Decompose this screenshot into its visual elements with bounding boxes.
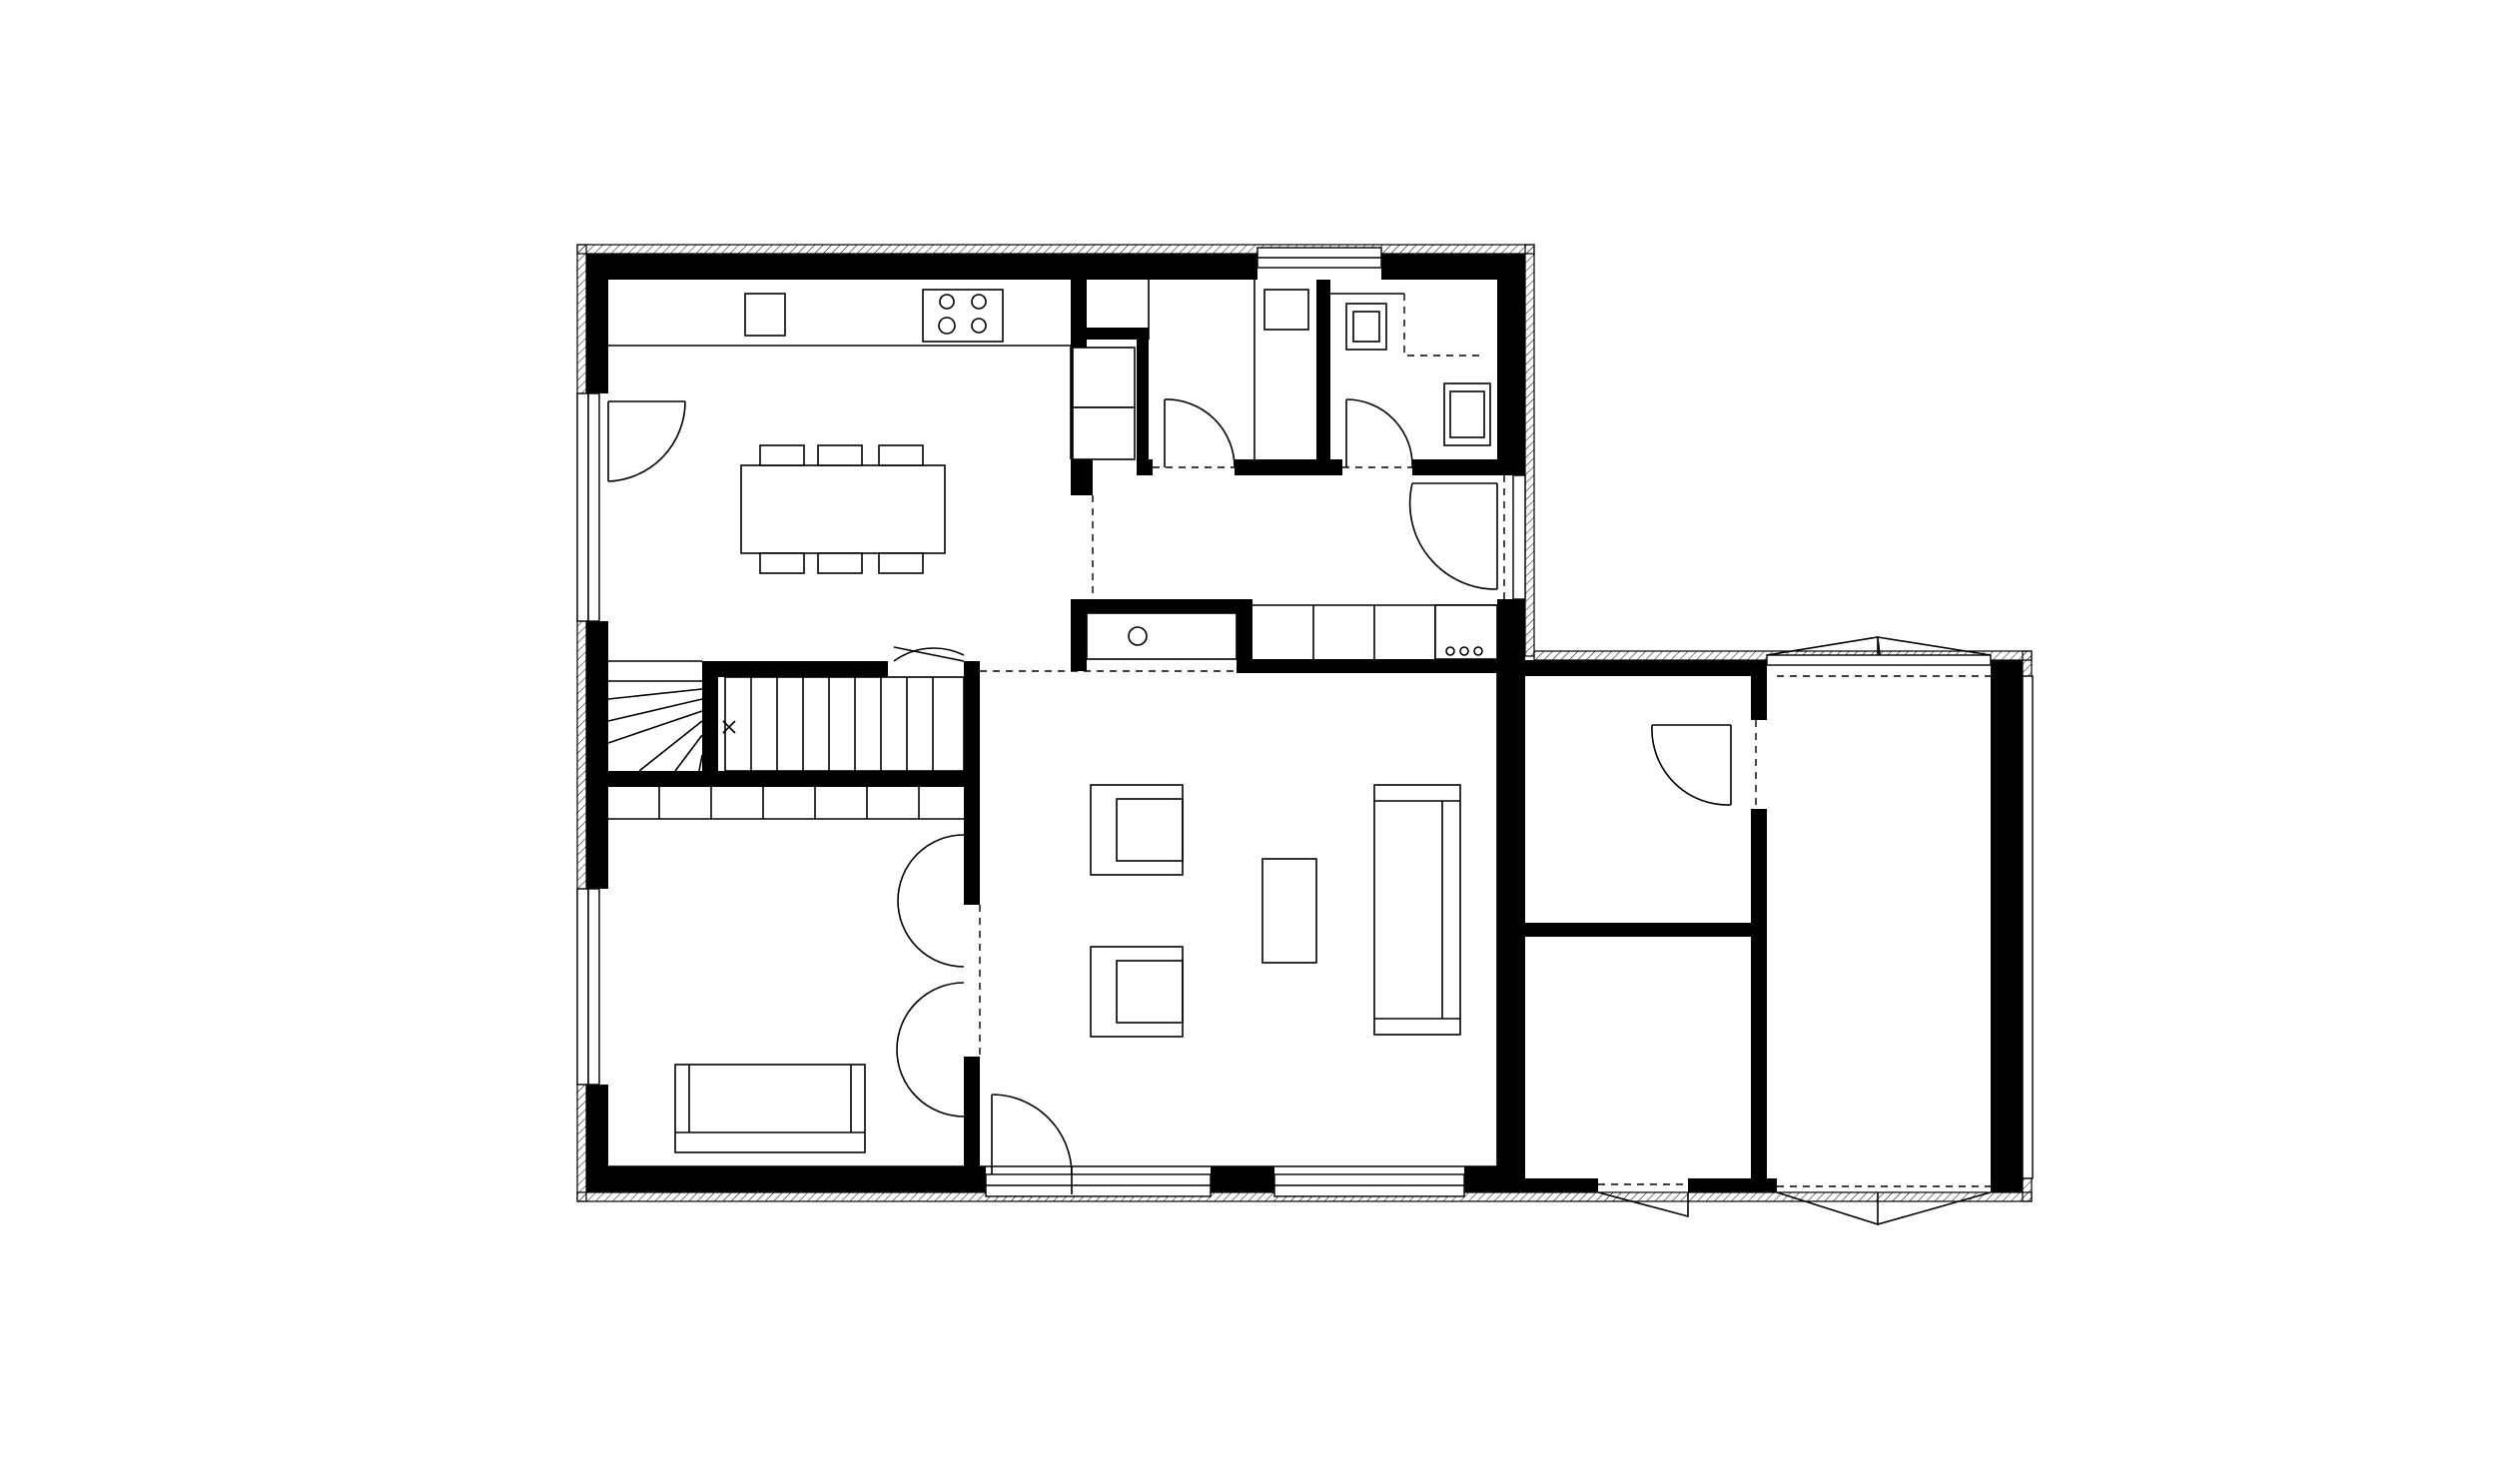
sink-icon (744, 293, 786, 337)
garage-door-top (1766, 636, 1992, 656)
living-room (980, 673, 1498, 1167)
coffee-table (1261, 858, 1317, 964)
stove-icon (1434, 604, 1498, 660)
toilet-icon (1263, 289, 1309, 331)
doors (607, 398, 1992, 1226)
bathrooms (1148, 280, 1491, 459)
armchair-top (1090, 784, 1184, 876)
armchair-bottom (1090, 946, 1184, 1038)
annex-walls (1497, 660, 2023, 1192)
hallway (980, 475, 1505, 672)
bedroom (608, 834, 981, 1167)
window-annex-top (1766, 654, 1992, 666)
cooktop-icon (922, 289, 1004, 343)
sofa-bed (674, 1064, 866, 1153)
kitchen (608, 289, 1136, 574)
cladding-outline (576, 244, 2033, 1202)
window-hall-right (1512, 474, 1526, 600)
exterior-walls (586, 254, 1525, 1192)
garage-door-bottom (1776, 1191, 1992, 1226)
door-stair (893, 647, 965, 662)
door-annex-lower (1597, 1191, 1689, 1218)
windows (576, 247, 2034, 1197)
staircase (607, 660, 965, 820)
dining-table (740, 464, 946, 554)
window-annex-right (2022, 675, 2034, 1179)
sofa (1373, 784, 1461, 1036)
